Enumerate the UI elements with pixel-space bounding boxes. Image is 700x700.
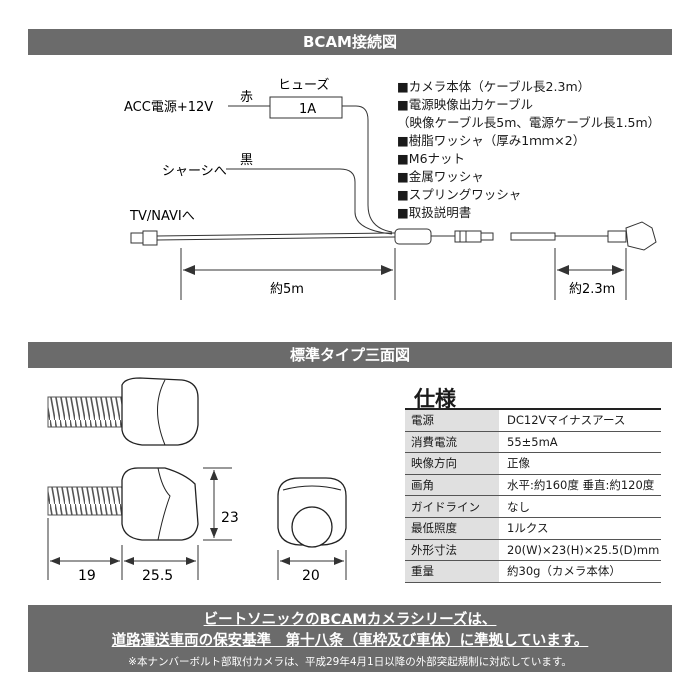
spec-key: 消費電流: [405, 431, 499, 454]
spec-key: 画角: [405, 474, 499, 497]
chassis-label: シャーシへ: [162, 164, 227, 179]
length-main-label: 約5m: [270, 282, 304, 297]
three-view-drawing: 19 25.5 23 20: [47, 377, 347, 584]
fuse: [269, 96, 343, 119]
junction: [394, 228, 432, 245]
footer-line-2: 道路運送車両の保安基準 第十八条（車枠及び車体）に準拠しています。: [111, 633, 589, 649]
parts-item: ■カメラ本体（ケーブル長2.3m）: [397, 79, 591, 94]
fuse-rating: 1A: [299, 102, 316, 117]
acc-power-label: ACC電源+12V: [124, 100, 213, 115]
footer-note: ※本ナンバーボルト部取付カメラは、平成29年4月1日以降の外部突起規制に対応して…: [128, 656, 572, 668]
spec-value: 55±5mA: [499, 431, 661, 454]
spec-key: 映像方向: [405, 452, 499, 475]
black-wire-label: 黒: [240, 153, 253, 168]
table-row: 画角水平:約160度 垂直:約120度: [405, 474, 661, 497]
connector: [454, 230, 482, 243]
parts-item: ■電源映像出力ケーブル: [397, 97, 534, 112]
camera-side-view-top: [121, 377, 199, 446]
red-wire-label: 赤: [240, 90, 253, 105]
dim-width: 20: [302, 568, 320, 584]
spec-value: 正像: [499, 452, 661, 475]
spec-key: 重量: [405, 560, 499, 583]
dim-length-a: 19: [78, 568, 96, 584]
table-row: 映像方向正像: [405, 452, 661, 475]
camera-body: [625, 221, 657, 251]
spec-key: ガイドライン: [405, 495, 499, 518]
dim-length-b: 25.5: [142, 568, 173, 584]
fuse-label: ヒューズ: [278, 77, 329, 93]
spec-value: 1ルクス: [499, 517, 661, 540]
footer-line-1: ビートソニックのBCAMカメラシリーズは、: [203, 612, 497, 628]
lens: [291, 506, 333, 548]
parts-item: ■スプリングワッシャ: [397, 187, 522, 202]
camera-side-view: [121, 467, 199, 541]
three-view-header: 標準タイプ三面図: [28, 342, 672, 368]
parts-item: ■金属ワッシャ: [397, 169, 484, 184]
table-row: 重量約30g（カメラ本体）: [405, 560, 661, 583]
parts-item: ■取扱説明書: [397, 205, 472, 220]
wiring-diagram-header: BCAM接続図: [28, 29, 672, 55]
compliance-footer: ビートソニックのBCAMカメラシリーズは、 道路運送車両の保安基準 第十八条（車…: [28, 605, 672, 672]
tv-navi-label: TV/NAVIへ: [129, 209, 195, 224]
length-camera-label: 約2.3m: [569, 282, 615, 297]
spec-key: 電源: [405, 407, 499, 432]
spec-value: なし: [499, 495, 661, 518]
dim-height: 23: [221, 510, 239, 526]
spec-value: 約30g（カメラ本体）: [499, 560, 661, 583]
parts-item: ■樹脂ワッシャ（厚み1ｍｍ×2）: [397, 133, 586, 148]
spec-key: 最低照度: [405, 517, 499, 540]
wiring-diagram: ACC電源+12V 赤 ヒューズ 1A シャーシへ 黒 TV/NAVIへ 約5m…: [124, 77, 657, 300]
spec-key: 外形寸法: [405, 539, 499, 562]
parts-item: ■M6ナット: [397, 151, 466, 166]
spec-value: 水平:約160度 垂直:約120度: [499, 474, 661, 497]
parts-item: （映像ケーブル長5m、電源ケーブル長1.5m）: [397, 115, 661, 130]
spec-value: 20(W)×23(H)×25.5(D)mm: [499, 539, 661, 562]
spec-value: DC12Vマイナスアース: [499, 407, 661, 432]
spec-title: 仕様: [414, 387, 456, 411]
parts-list: ■カメラ本体（ケーブル長2.3m） ■電源映像出力ケーブル （映像ケーブル長5m…: [397, 78, 660, 222]
table-row: ガイドラインなし: [405, 495, 661, 518]
